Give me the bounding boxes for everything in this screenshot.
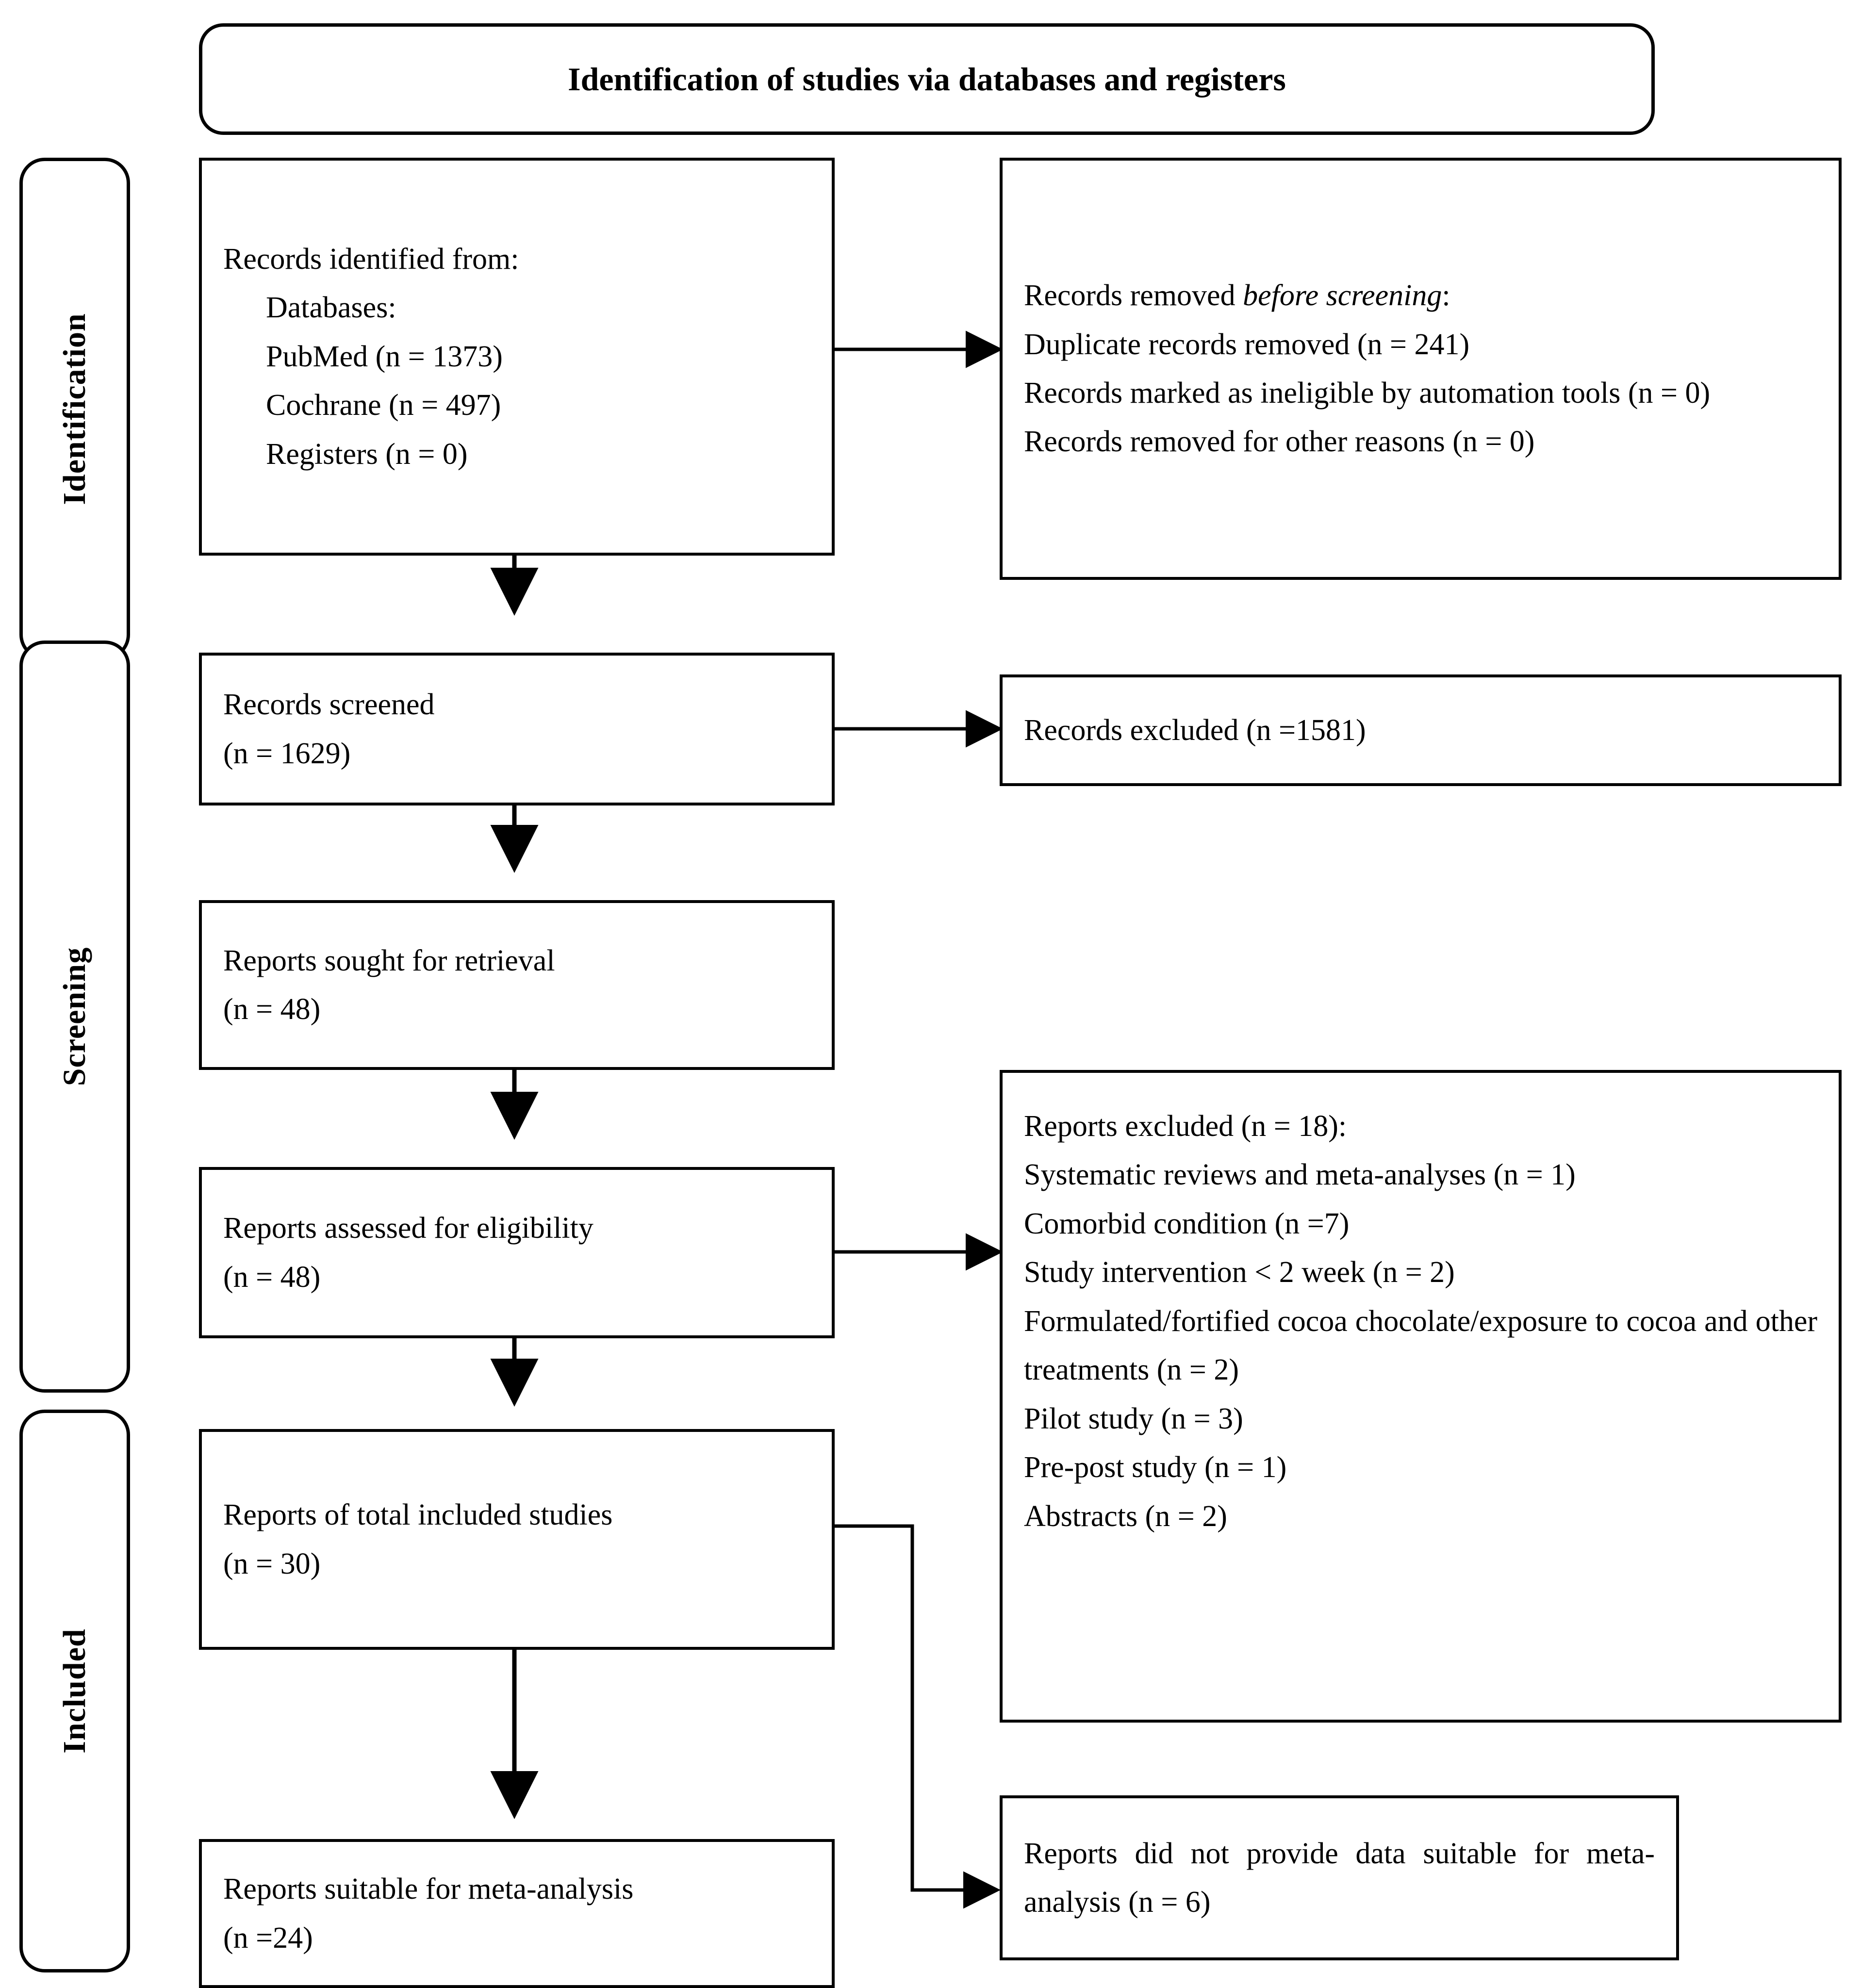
reports-assessed-line-1: (n = 48) — [223, 1260, 321, 1294]
reports-excluded-line-7: Abstracts (n = 2) — [1024, 1499, 1227, 1533]
rail-included: Included — [19, 1410, 130, 1972]
records-identified-line-1: Databases: — [266, 291, 396, 325]
rail-included-label: Included — [57, 1628, 92, 1754]
records-removed-line-0: Duplicate records removed (n = 241) — [1024, 328, 1470, 361]
box-reports-suitable-for-meta-analysis: Reports suitable for meta-analysis (n =2… — [199, 1839, 835, 1988]
reports-excluded-line-1: Systematic reviews and meta-analyses (n … — [1024, 1158, 1576, 1192]
box-reports-sought-for-retrieval: Reports sought for retrieval (n = 48) — [199, 900, 835, 1070]
records-screened-line-0: Records screened — [223, 688, 435, 722]
records-identified-line-0: Records identified from: — [223, 242, 519, 276]
reports-excluded-line-0: Reports excluded (n = 18): — [1024, 1110, 1347, 1143]
reports-excluded-line-6: Pre-post study (n = 1) — [1024, 1451, 1287, 1484]
reports-excluded-line-2: Comorbid condition (n =7) — [1024, 1207, 1350, 1240]
reports-meta-line-1: (n =24) — [223, 1921, 313, 1955]
rail-screening-label: Screening — [57, 947, 92, 1086]
reports-sought-line-0: Reports sought for retrieval — [223, 944, 555, 977]
box-records-identified: Records identified from: Databases: PubM… — [199, 158, 835, 556]
box-reports-excluded: Reports excluded (n = 18): Systematic re… — [1000, 1070, 1842, 1723]
box-reports-of-total-included-studies: Reports of total included studies (n = 3… — [199, 1429, 835, 1650]
reports-assessed-line-0: Reports assessed for eligibility — [223, 1212, 593, 1245]
records-screened-line-1: (n = 1629) — [223, 737, 351, 770]
rail-identification-label: Identification — [57, 312, 92, 505]
records-removed-line-2: Records removed for other reasons (n = 0… — [1024, 425, 1535, 459]
reports-included-line-1: (n = 30) — [223, 1547, 321, 1580]
records-identified-line-4: Registers (n = 0) — [266, 437, 468, 471]
records-identified-line-2: PubMed (n = 1373) — [266, 340, 503, 373]
records-removed-heading: Records removed before screening: — [1024, 271, 1817, 320]
rail-screening: Screening — [19, 641, 130, 1393]
box-reports-did-not-provide-data: Reports did not provide data suitable fo… — [1000, 1795, 1679, 1960]
diagram-header-banner: Identification of studies via databases … — [199, 23, 1655, 135]
reports-meta-line-0: Reports suitable for meta-analysis — [223, 1873, 634, 1906]
arrow-included-to-no-data — [835, 1524, 1001, 1909]
box-records-excluded: Records excluded (n =1581) — [1000, 674, 1842, 786]
records-removed-line-1: Records marked as ineligible by automati… — [1024, 377, 1711, 410]
reports-sought-line-1: (n = 48) — [223, 993, 321, 1026]
records-removed-heading-pre: Records removed — [1024, 279, 1243, 312]
box-reports-assessed-for-eligibility: Reports assessed for eligibility (n = 48… — [199, 1167, 835, 1338]
reports-no-data-line-0: Reports did not provide data suitable fo… — [1024, 1837, 1655, 1919]
rail-identification: Identification — [19, 158, 130, 660]
reports-excluded-line-3: Study intervention < 2 week (n = 2) — [1024, 1256, 1455, 1289]
box-records-removed-before-screening: Records removed before screening: Duplic… — [1000, 158, 1842, 580]
diagram-title: Identification of studies via databases … — [568, 60, 1286, 98]
reports-excluded-line-5: Pilot study (n = 3) — [1024, 1402, 1243, 1435]
records-removed-heading-post: : — [1442, 279, 1450, 312]
reports-included-line-0: Reports of total included studies — [223, 1498, 613, 1532]
box-records-screened: Records screened (n = 1629) — [199, 653, 835, 805]
records-identified-line-3: Cochrane (n = 497) — [266, 389, 501, 422]
records-removed-heading-italic: before screening — [1243, 279, 1442, 312]
reports-excluded-line-4: Formulated/fortified cocoa chocolate/exp… — [1024, 1304, 1817, 1387]
records-excluded-line-0: Records excluded (n =1581) — [1024, 713, 1366, 747]
